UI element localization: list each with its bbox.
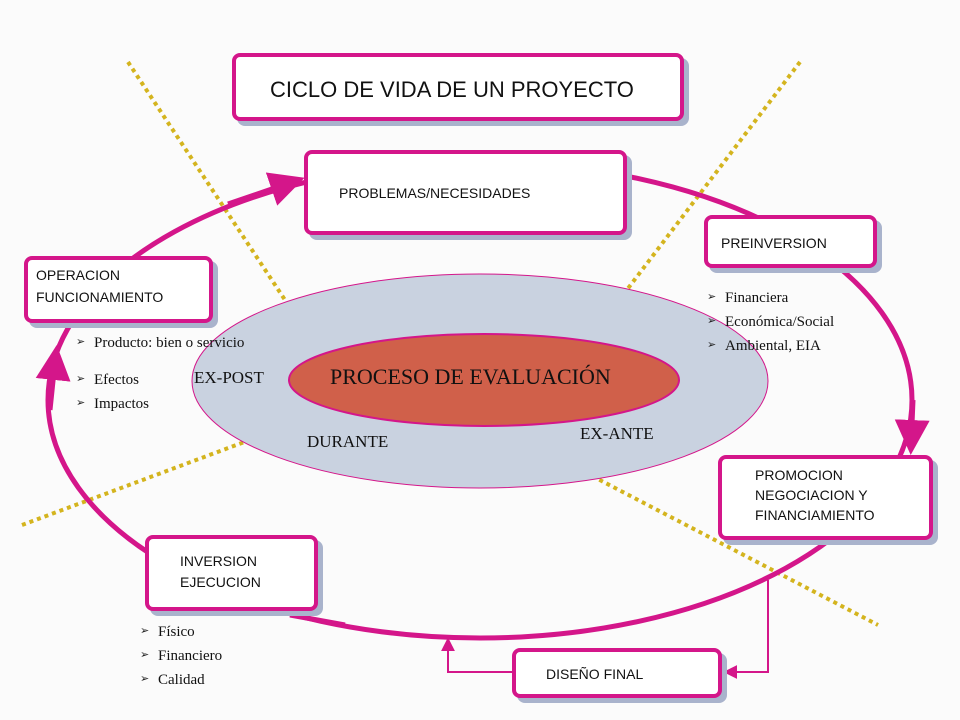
connector-design-to-loop <box>441 637 518 673</box>
stage-investment: INVERSION EJECUCION <box>145 535 318 611</box>
ex-ante-label: EX-ANTE <box>580 424 654 443</box>
page-title: CICLO DE VIDA DE UN PROYECTO <box>270 77 634 102</box>
list-item: ➢Calidad <box>140 668 222 692</box>
list-item: ➢Producto: bien o servicio <box>76 335 245 351</box>
bullet-arrow-icon: ➢ <box>76 335 86 348</box>
cycle-arrow-right <box>894 399 930 455</box>
bullet-arrow-icon: ➢ <box>707 290 717 303</box>
stage-promotion-label: PROMOCION NEGOCIACION Y FINANCIAMIENTO <box>755 467 875 523</box>
investment-list: ➢Físico ➢Financiero ➢Calidad <box>140 620 222 692</box>
center-ellipse <box>288 333 680 427</box>
list-item: ➢Financiero <box>140 644 222 668</box>
bullet-arrow-icon: ➢ <box>140 672 150 685</box>
title-box: CICLO DE VIDA DE UN PROYECTO <box>232 53 684 121</box>
ex-post-label: EX-POST <box>194 368 264 387</box>
stage-final-design-label: DISEÑO FINAL <box>546 666 644 682</box>
stage-final-design: DISEÑO FINAL <box>512 648 722 698</box>
list-item: ➢Efectos <box>76 368 254 392</box>
stage-operation: OPERACION FUNCIONAMIENTO <box>24 256 213 323</box>
list-item: ➢Impactos <box>76 392 254 416</box>
list-item: ➢Físico <box>140 620 222 644</box>
during-label: DURANTE <box>307 432 389 451</box>
list-item: ➢Financiera <box>707 286 834 310</box>
cycle-arrow-top <box>227 172 305 207</box>
divider-line-se <box>499 426 879 627</box>
stage-problems-label: PROBLEMAS/NECESIDADES <box>339 185 531 201</box>
cycle-arrow-bottom-left <box>289 612 346 628</box>
bullet-arrow-icon: ➢ <box>707 314 717 327</box>
center-label: PROCESO DE EVALUACIÓN <box>330 364 611 389</box>
bullet-arrow-icon: ➢ <box>140 648 150 661</box>
bullet-arrow-icon: ➢ <box>76 372 86 385</box>
cycle-arrow-left <box>35 345 71 411</box>
list-item: ➢Ambiental, EIA <box>707 334 834 358</box>
connector-promotion-to-design <box>723 580 769 679</box>
stage-problems: PROBLEMAS/NECESIDADES <box>304 150 627 235</box>
bullet-arrow-icon: ➢ <box>140 624 150 637</box>
stage-investment-label: INVERSION EJECUCION <box>180 553 261 590</box>
stage-preinversion-label: PREINVERSION <box>721 235 827 251</box>
operation-list: ➢Producto: bien o servicio ➢Efectos ➢Imp… <box>76 334 254 416</box>
stage-operation-label: OPERACION FUNCIONAMIENTO <box>36 267 164 305</box>
bullet-arrow-icon: ➢ <box>707 338 717 351</box>
bullet-arrow-icon: ➢ <box>76 396 86 409</box>
divider-line-nw <box>126 60 320 352</box>
list-item: ➢Económica/Social <box>707 310 834 334</box>
preinversion-list: ➢Financiera ➢Económica/Social ➢Ambiental… <box>707 286 834 358</box>
stage-promotion: PROMOCION NEGOCIACION Y FINANCIAMIENTO <box>718 455 933 540</box>
stage-preinversion: PREINVERSION <box>704 215 877 268</box>
